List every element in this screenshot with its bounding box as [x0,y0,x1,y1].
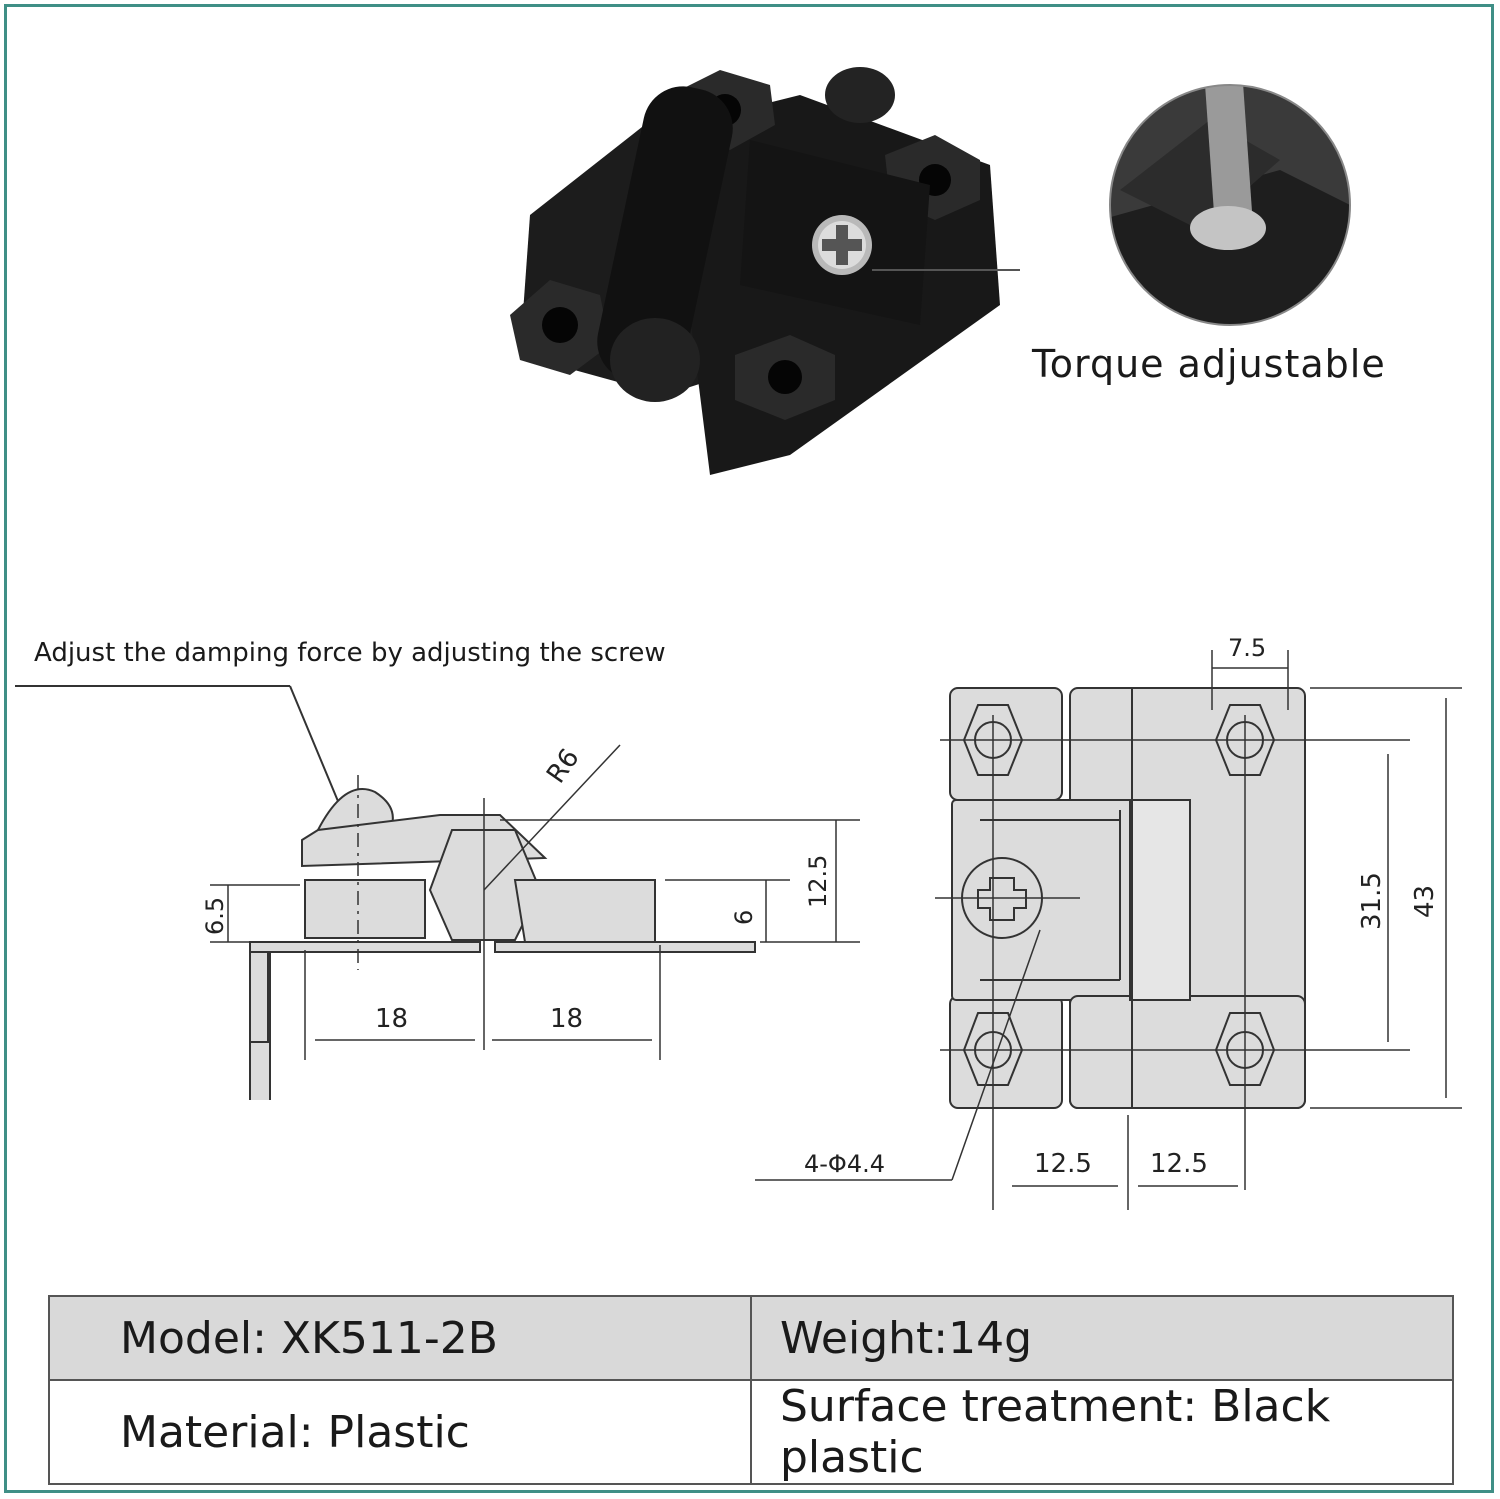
weight-cell: Weight:14g [750,1295,1454,1381]
dim-31-5-label: 31.5 [1357,872,1387,930]
dim-43-label: 43 [1410,885,1440,918]
material-cell: Material: Plastic [48,1379,752,1485]
spec-table: Model: XK511-2B Weight:14g Material: Pla… [48,1295,1454,1485]
dim-12-5-right-label: 12.5 [1150,1149,1208,1179]
damping-callout-label: Adjust the damping force by adjusting th… [34,638,666,668]
torque-adjustable-label: Torque adjustable [1032,342,1386,386]
dim-12-5-left-label: 12.5 [1034,1149,1092,1179]
dim-6-5-label: 6.5 [201,897,229,935]
side-view-drawing: R6 6.5 12.5 6 18 18 [15,685,860,1100]
dim-6-label: 6 [730,910,758,925]
dim-18-left-label: 18 [375,1004,408,1034]
dim-7-5-label: 7.5 [1228,634,1266,662]
spec-row: Model: XK511-2B Weight:14g [48,1295,1454,1381]
surface-cell: Surface treatment: Black plastic [750,1379,1454,1485]
dim-12-5-label: 12.5 [804,855,832,908]
screwdriver-zoom-image [1109,84,1351,326]
spec-row: Material: Plastic Surface treatment: Bla… [48,1379,1454,1485]
model-cell: Model: XK511-2B [48,1295,752,1381]
dim-18-right-label: 18 [550,1004,583,1034]
hole-count-label: 4-Φ4.4 [804,1150,885,1178]
radius-label: R6 [541,743,585,789]
front-view-drawing: 7.5 31.5 43 4-Φ4.4 12.5 12.5 [755,634,1462,1210]
hinge-photo [510,67,1020,475]
